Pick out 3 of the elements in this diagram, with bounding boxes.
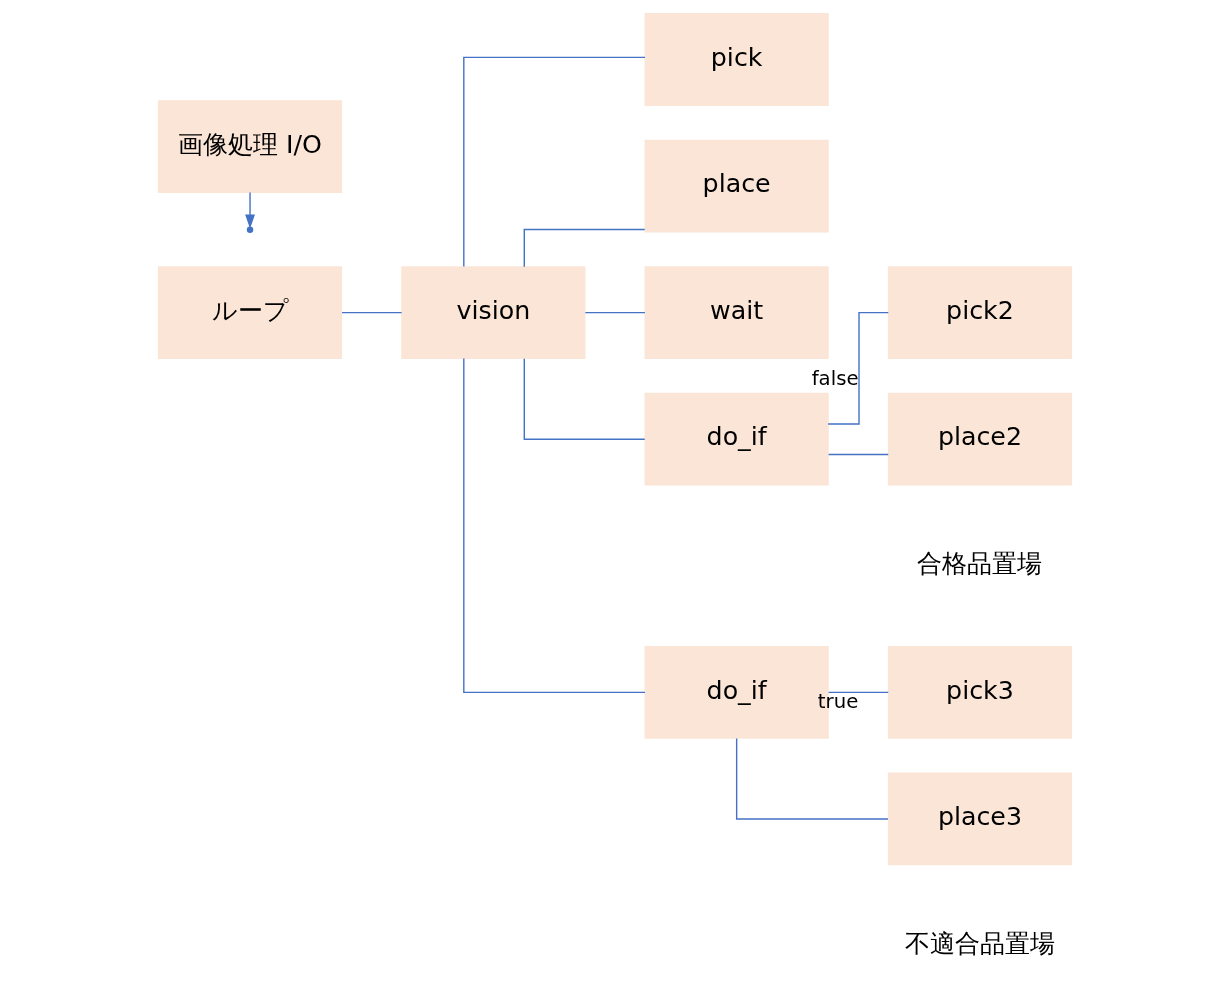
edge-label: false bbox=[811, 366, 859, 390]
node-label: 不適合品置場 bbox=[904, 928, 1055, 958]
node-label: 合格品置場 bbox=[917, 548, 1043, 578]
